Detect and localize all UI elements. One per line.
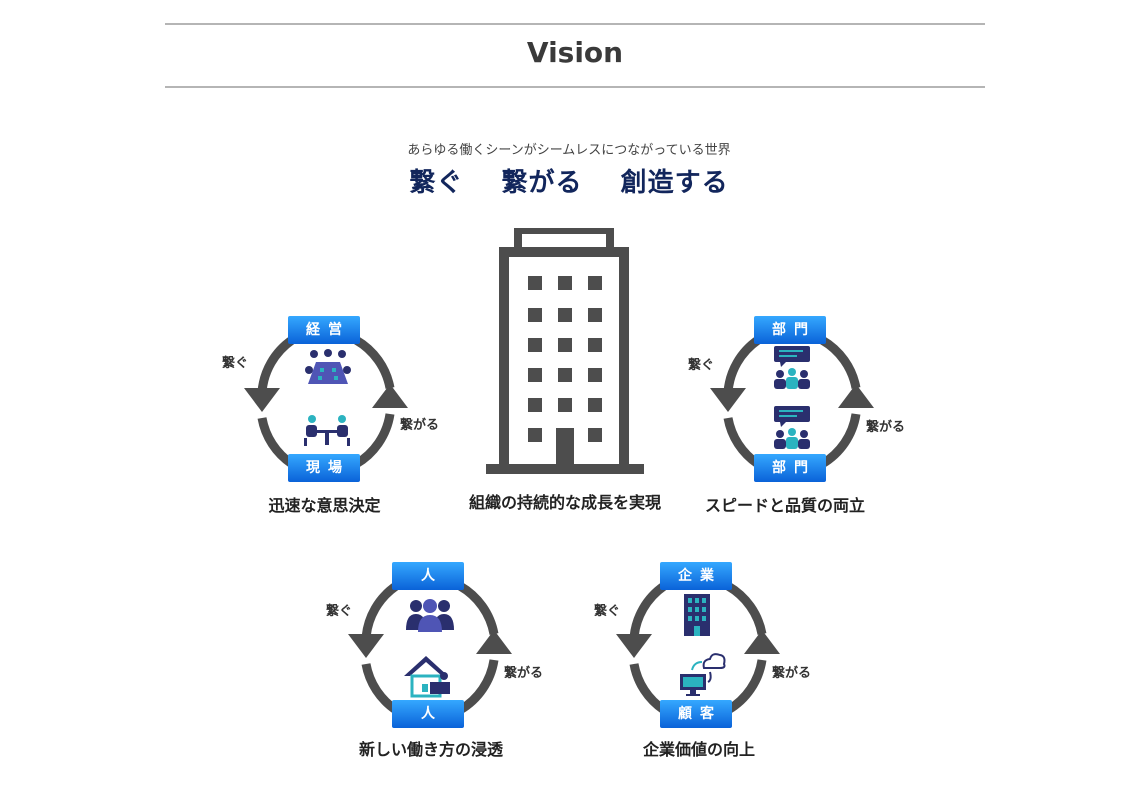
page-title: Vision [526,36,624,69]
label-connect: 繋ぐ [326,604,353,619]
badge-top: 企業 [660,562,732,590]
headline-word-connected: 繋がる [501,168,583,198]
cycle-person-person: 人 人 繋ぐ 繋がる 新しい働き方の浸透 [326,562,546,784]
badge-top: 人 [392,562,464,590]
cycle-department-department: 部門 部門 繋ぐ 繋がる スピードと品質の両立 [688,316,908,538]
cycle-management-field: 経営 現場 繋ぐ 繋がる 迅速な意思決定 [222,316,442,538]
vision-subtitle: あらゆる働くシーンがシームレスにつながっている世界 [407,143,731,158]
badge-bottom: 部門 [754,454,826,482]
vision-headline: 繋ぐ 繋がる 創造する [0,162,1138,199]
badge-top: 経営 [288,316,360,344]
office-building-icon [684,594,710,636]
team-chat-icon [774,406,810,449]
badge-top: 部門 [754,316,826,344]
remote-work-icon [404,656,450,698]
cycle-caption: 迅速な意思決定 [268,496,381,515]
headline-word-create: 創造する [620,168,729,198]
cycle-caption: スピードと品質の両立 [704,496,865,515]
cycle-caption: 企業価値の向上 [642,740,755,759]
label-connect: 繋ぐ [594,604,621,619]
label-connected: 繋がる [504,666,544,681]
cloud-computer-icon [680,653,726,696]
cycle-arrows-icon [616,582,780,714]
meeting-icon [305,349,351,384]
cycle-arrows-icon [244,336,408,468]
bottom-rule [165,86,985,88]
discussion-icon [304,415,350,446]
badge-bottom: 現場 [288,454,360,482]
cycle-arrows-icon [348,582,512,714]
cycle-company-customer: 企業 顧客 繋ぐ 繋がる 企業価値の向上 [594,562,814,784]
people-group-icon [406,599,454,632]
label-connect: 繋ぐ [222,356,249,371]
headline-word-connect: 繋ぐ [409,168,464,198]
building-icon [486,228,644,474]
cycle-arrows-icon [710,336,874,468]
center-caption: 組織の持続的な成長を実現 [468,493,661,512]
team-chat-icon [774,346,810,389]
label-connected: 繋がる [866,420,906,435]
top-rule [165,23,985,25]
badge-bottom: 人 [392,700,464,728]
label-connected: 繋がる [400,418,440,433]
badge-bottom: 顧客 [660,700,732,728]
cycle-caption: 新しい働き方の浸透 [358,740,503,759]
label-connect: 繋ぐ [688,358,715,373]
label-connected: 繋がる [772,666,812,681]
